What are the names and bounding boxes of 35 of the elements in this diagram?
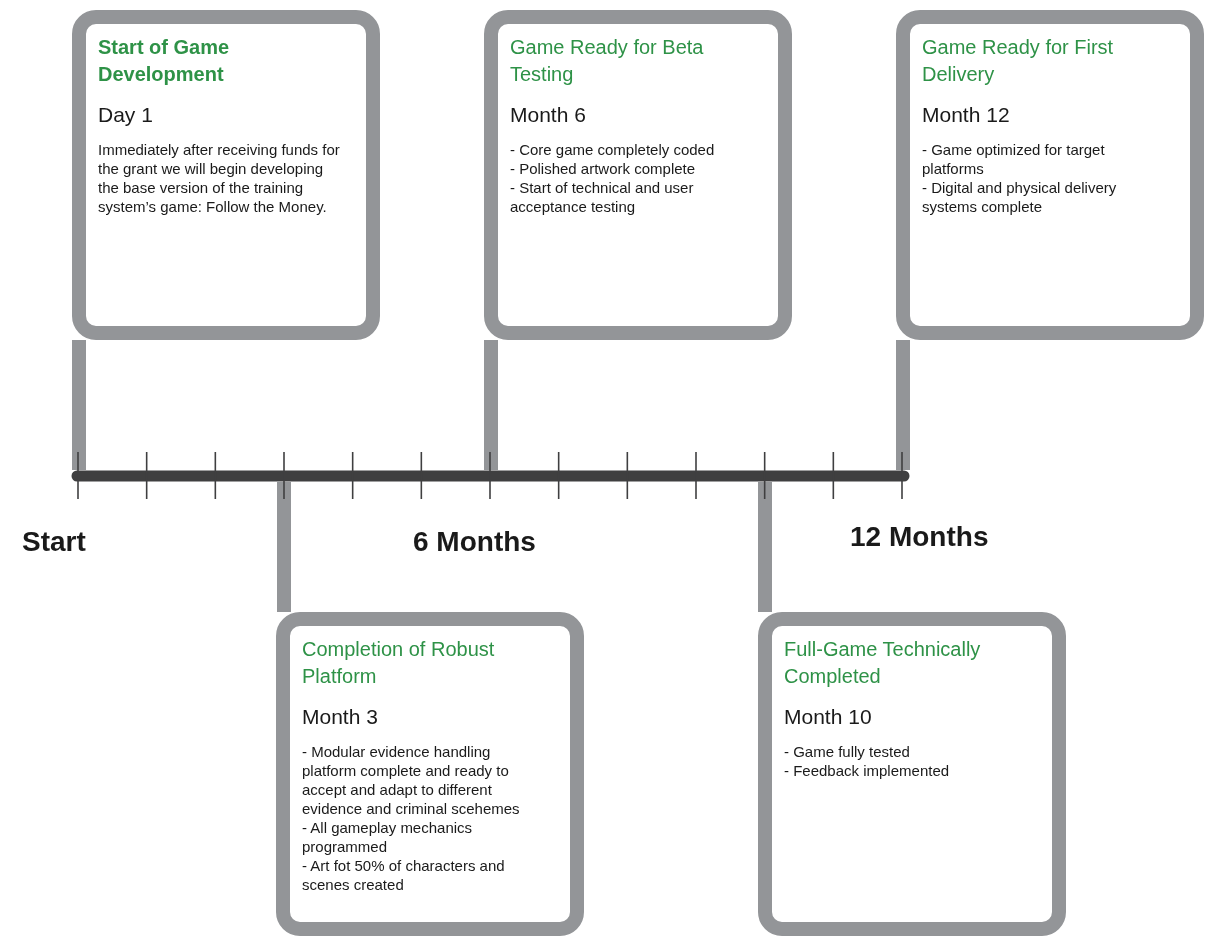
milestone-date: Month 6 xyxy=(510,102,587,128)
connector-line xyxy=(758,482,772,612)
connector-line xyxy=(484,340,498,470)
milestone-card xyxy=(484,10,792,340)
milestone-text: Immediately after receiving funds for the grant we will begin developing the base version of the training system’s game: Follow the Money. xyxy=(98,140,340,216)
milestone-date: Day 1 xyxy=(98,102,154,128)
milestone-card xyxy=(758,612,1066,936)
axis-label: 12 Months xyxy=(850,521,989,553)
milestone-date: Month 12 xyxy=(922,102,1011,128)
milestone-date: Month 10 xyxy=(784,704,873,730)
milestone-text: - Game optimized for target platforms xyxy=(922,140,1106,178)
milestone-card xyxy=(276,612,584,936)
milestone-title: Full-Game Technically Completed xyxy=(784,637,982,689)
milestone-text: - Digital and physical delivery systems complete xyxy=(922,178,1118,216)
milestone-text: - Core game completely coded xyxy=(510,140,716,159)
milestone-card xyxy=(72,10,380,340)
milestone-text: - Art fot 50% of characters and scenes created xyxy=(302,856,506,894)
axis-label: 6 Months xyxy=(413,526,536,558)
milestone-title: Completion of Robust Platform xyxy=(302,637,496,689)
milestone-text: - All gameplay mechanics programmed xyxy=(302,818,474,856)
connector-line xyxy=(72,340,86,470)
connector-line xyxy=(277,482,291,612)
milestone-text: - Game fully tested xyxy=(784,742,911,761)
milestone-title: Game Ready for First Delivery xyxy=(922,35,1115,87)
milestone-title: Start of Game Development xyxy=(98,35,231,87)
axis-label: Start xyxy=(22,526,86,558)
milestone-text: - Start of technical and user acceptance testing xyxy=(510,178,695,216)
milestone-text: - Modular evidence handling platform complete and ready to accept and adapt to different evidence and criminal scehemes xyxy=(302,742,521,818)
milestone-date: Month 3 xyxy=(302,704,379,730)
milestone-text: - Polished artwork complete xyxy=(510,159,697,178)
milestone-card xyxy=(896,10,1204,340)
timeline-axis xyxy=(71,451,910,500)
milestone-text: - Feedback implemented xyxy=(784,761,951,780)
milestone-title: Game Ready for Beta Testing xyxy=(510,35,705,87)
connector-line xyxy=(896,340,910,470)
